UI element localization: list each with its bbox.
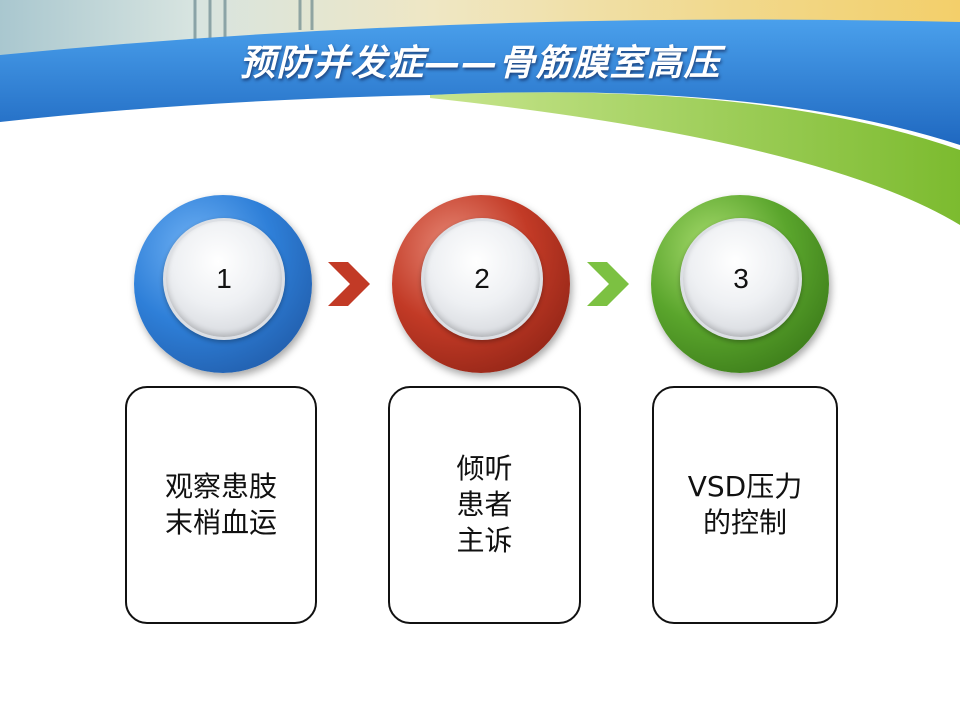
step-1-inner-circle: 1 [163, 218, 285, 340]
step-2-textbox: 倾听 患者 主诉 [388, 386, 581, 624]
step-3-textbox: VSD压力 的控制 [652, 386, 838, 624]
step-2-inner-circle: 2 [421, 218, 543, 340]
step-3-number: 3 [733, 263, 749, 294]
step-1-text: 观察患肢 末梢血运 [164, 470, 277, 539]
step-3-text: VSD压力 的控制 [687, 470, 803, 539]
step-1-textbox: 观察患肢 末梢血运 [125, 386, 317, 624]
step-1-badge: 1 [134, 195, 312, 373]
step-1-number: 1 [216, 263, 232, 294]
step-2-badge: 2 [392, 195, 570, 373]
step-3-badge: 3 [651, 195, 829, 373]
slide-title: 预防并发症——骨筋膜室高压 [239, 43, 721, 84]
step-2-number: 2 [474, 263, 490, 294]
chevron-right-icon [587, 262, 629, 306]
chevron-right-icon [328, 262, 370, 306]
step-3-inner-circle: 3 [680, 218, 802, 340]
step-2-text: 倾听 患者 主诉 [456, 452, 513, 557]
